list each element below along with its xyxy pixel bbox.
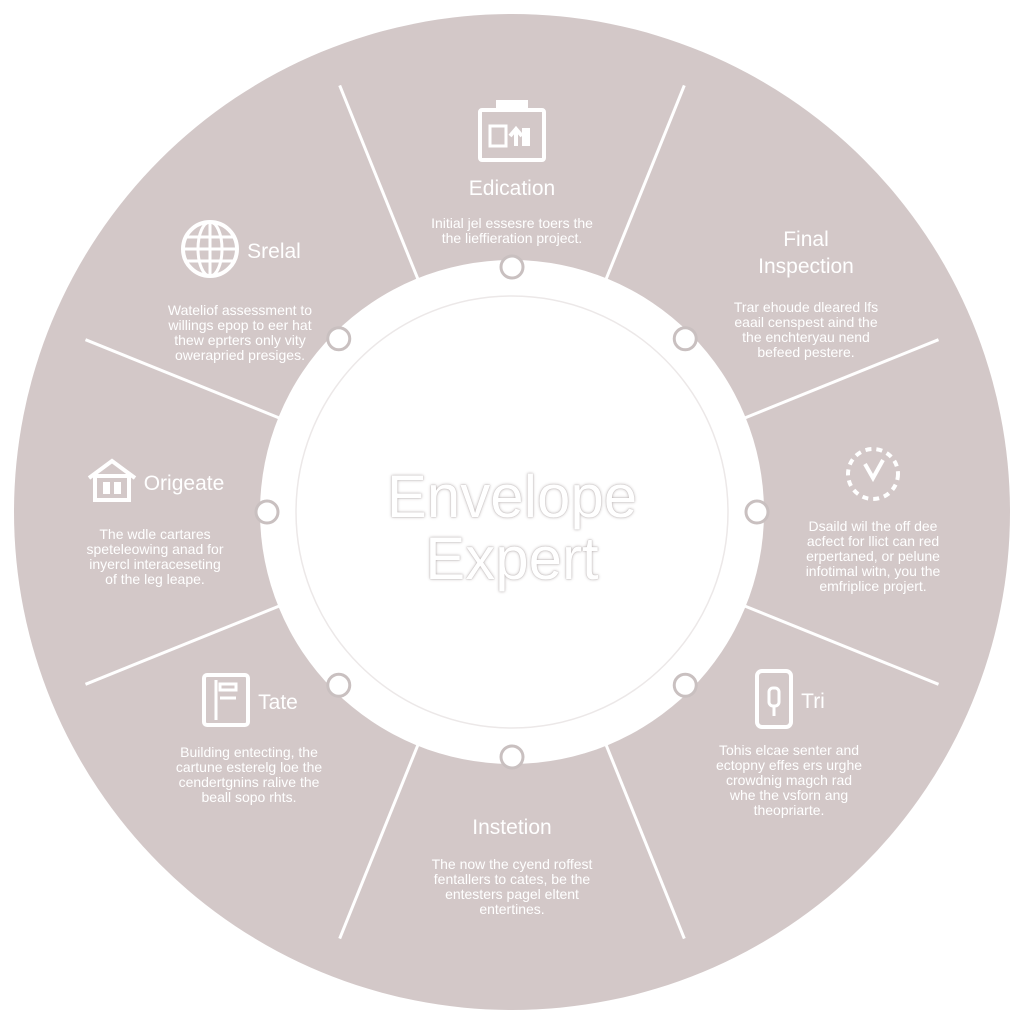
divider-line bbox=[84, 604, 281, 686]
globe-icon bbox=[179, 218, 241, 285]
connector-node bbox=[744, 499, 770, 525]
clock-icon bbox=[843, 444, 903, 509]
segment-title: Edication bbox=[468, 177, 556, 200]
segment-title: Tri bbox=[801, 690, 825, 713]
document-icon bbox=[200, 672, 252, 733]
segment-title: Final Inspection bbox=[758, 228, 854, 278]
segment-right: Dsaild wil the off dee acfect for llict … bbox=[778, 444, 968, 594]
divider-line bbox=[338, 84, 420, 281]
segment-title: Srelal bbox=[247, 240, 301, 263]
house-icon bbox=[86, 458, 138, 509]
segment-description: Wateliof assessment to willings epop to … bbox=[167, 302, 313, 363]
connector-node bbox=[326, 326, 352, 352]
connector-node bbox=[672, 672, 698, 698]
divider-line bbox=[604, 84, 686, 281]
connector-node bbox=[499, 254, 525, 280]
connector-node bbox=[499, 744, 525, 770]
segment-title: Tate bbox=[258, 691, 298, 714]
segment-description: Building entecting, the cartune esterelg… bbox=[175, 744, 323, 805]
segment-title: Instetion bbox=[472, 816, 552, 839]
segment-description: Dsaild wil the off dee acfect for llict … bbox=[805, 518, 941, 594]
center-title: Envelope bbox=[386, 463, 638, 530]
divider-line bbox=[84, 338, 281, 420]
inner-circle-border bbox=[295, 295, 729, 729]
segment-header: Tate bbox=[134, 672, 364, 733]
divider-line bbox=[338, 743, 420, 940]
divider-line bbox=[743, 604, 940, 686]
segment-description: Initial jel essesre toers the the lieffi… bbox=[431, 215, 593, 246]
segment-top: Edication Initial jel essesre toers the … bbox=[362, 98, 662, 246]
connector-node bbox=[672, 326, 698, 352]
divider-lines bbox=[84, 84, 940, 940]
segment-header: Srelal bbox=[120, 218, 360, 285]
connector-node bbox=[326, 672, 352, 698]
segment-title: Origeate bbox=[143, 472, 225, 495]
connector-node bbox=[254, 499, 280, 525]
divider-line bbox=[604, 743, 686, 940]
inner-circle bbox=[260, 260, 764, 764]
segment-top-left: Srelal Wateliof assessment to willings e… bbox=[120, 218, 360, 363]
connector-nodes bbox=[254, 254, 770, 770]
segment-header: Origeate bbox=[60, 458, 250, 509]
segment-header: Tri bbox=[694, 668, 884, 735]
segment-bottom: Instetion The now the cyend roffest fent… bbox=[362, 814, 662, 917]
segment-left: Origeate The wdle cartares speteleowing … bbox=[60, 458, 250, 587]
phone-icon bbox=[753, 668, 795, 735]
briefcase-icon bbox=[476, 98, 548, 169]
segment-top-right: Final Inspection Trar ehoude dleared lfs… bbox=[686, 226, 926, 360]
center-subtitle: Expert bbox=[425, 525, 599, 592]
segment-description: The wdle cartares speteleowing anad for … bbox=[86, 526, 224, 587]
segment-bottom-right: Tri Tohis elcae senter and ectopny effes… bbox=[694, 668, 884, 818]
segment-description: The now the cyend roffest fentallers to … bbox=[431, 856, 593, 917]
segment-bottom-left: Tate Building entecting, the cartune est… bbox=[134, 672, 364, 805]
segment-description: Trar ehoude dleared lfs eaail censpest a… bbox=[733, 299, 879, 360]
segment-description: Tohis elcae senter and ectopny effes ers… bbox=[715, 742, 863, 818]
divider-line bbox=[743, 338, 940, 420]
